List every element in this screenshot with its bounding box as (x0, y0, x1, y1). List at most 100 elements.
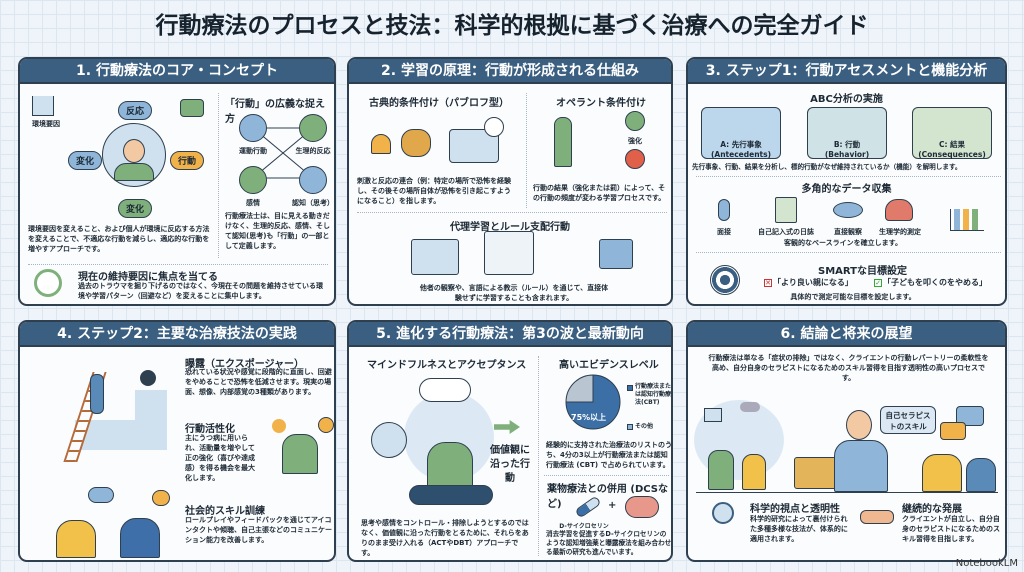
people-talking-icon (180, 99, 204, 117)
divider (696, 252, 1001, 253)
reinforce-label: 強化 (628, 137, 642, 145)
house-icon (32, 96, 54, 116)
thought-cloud-icon (419, 378, 471, 402)
spider-icon (140, 370, 156, 386)
social-title: 社会的スキル訓練 (185, 506, 265, 517)
c-en-label: (Consequences) (918, 150, 986, 159)
dev-title: 継続的な発展 (902, 504, 962, 515)
activation-description: 主にうつ病に用いられ、活動量を増やして正の強化（喜びや達成感）を得る機会を最大化… (185, 434, 255, 482)
chat-bubble-icon (940, 422, 966, 440)
smart-title: SMARTな目標設定 (818, 266, 907, 277)
dev-description: クライエントが自立し、自分自身のセラピストになるためのスキル習得を目指します。 (902, 515, 1000, 543)
active-person-icon (282, 434, 318, 474)
legend-swatch-cbt (627, 385, 633, 391)
b-label: B: 行動 (833, 140, 861, 149)
good-goal: 「子どもを叩くのをやめる」 (883, 278, 987, 287)
operant-description: 行動の結果（強化または罰）によって、その行動の頻度が変わる学習プロセスです。 (533, 184, 666, 202)
man-listening-icon (120, 518, 160, 558)
evidence-pie-chart (565, 374, 621, 430)
plus-sign: + (608, 500, 617, 511)
bad-goal: 「より良い親になる」 (773, 278, 853, 287)
observe-label: 直接観察 (834, 228, 862, 236)
divider (218, 93, 219, 258)
handshake-icon (740, 402, 760, 412)
panel-conclusion: 6. 結論と将来の展望 行動療法は単なる「症状の排除」ではなく、クライエントの行… (686, 320, 1007, 562)
client-woman-icon (742, 454, 766, 490)
bell-icon (371, 134, 391, 154)
crossed-legs (409, 485, 493, 505)
conclusion-description: 行動療法は単なる「症状の排除」ではなく、クライエントの行動レパートリーの柔軟性を… (708, 354, 989, 382)
arrow-right-icon (494, 420, 520, 434)
drug-title: 薬物療法との併用 (DCSなど) (547, 484, 668, 510)
walking-person-icon (554, 117, 572, 167)
cross-icon: ✕ (764, 279, 772, 287)
bar-chart-icon (950, 209, 984, 231)
magnifier-brain-icon (712, 502, 734, 524)
values-action-label: 価値観に沿った行動 (490, 445, 530, 484)
vicarious-description: 他者の観察や、言語による教示（ルール）を通じて、直接体験せずに学習することも含ま… (419, 284, 609, 302)
abc-description: 先行事象、行動、結果を分析し、標的行動がなぜ維持されているか（機能）を解明します… (692, 163, 962, 171)
social-description: ロールプレイやフィードバックを通じてアイコンタクトや傾聴、自己主張などのコミュニ… (185, 516, 332, 544)
heartbeat-icon (885, 199, 913, 221)
abc-box-b: B: 行動(Behavior) (807, 107, 887, 159)
video-observation-icon (411, 239, 459, 275)
logo-text: NotebookLM (955, 558, 1018, 569)
thumbs-down-icon (625, 149, 645, 169)
divider (357, 212, 667, 213)
drug-description: 消去学習を促進するD-サイクロセリンのような認知増強薬と曝露療法を組み合わせる最… (546, 530, 672, 556)
b-en-label: (Behavior) (824, 150, 870, 159)
panel-header: 2. 学習の原理：行動が形成される仕組み (349, 59, 671, 84)
therapist-head (846, 410, 872, 440)
divider (696, 176, 1001, 177)
evidence-description: 経験的に支持された治療法のリストのうち、4分の3以上が行動療法または認知行動療法… (546, 441, 672, 469)
page-title: 行動療法のプロセスと技法：科学的根拠に基づく治療への完全ガイド (155, 13, 869, 39)
operant-title: オペラント条件付け (556, 98, 646, 109)
divider (526, 93, 527, 208)
handshake-icon (860, 510, 894, 524)
skill-bubble-text: 自己セラピストのスキル (885, 411, 931, 431)
cognition-label: 認知（思考） (292, 199, 334, 207)
climbing-person-icon (90, 374, 104, 414)
tooth-bubble-icon (484, 117, 504, 137)
chat-bubble-icon (956, 406, 984, 426)
notebooklm-logo: NotebookLM (956, 558, 1018, 569)
hand-stop-icon (371, 422, 407, 458)
focus-description: 過去のトラウマを掘り下げるのではなく、今現在その問題を維持させている環境や学習パ… (78, 282, 323, 300)
diary-icon (775, 197, 797, 223)
panel-third-wave: 5. 進化する行動療法：第3の波と最新動向 マインドフルネスとアクセプタンス 価… (347, 320, 673, 562)
target-icon (710, 265, 740, 295)
panel-header: 1. 行動療法のコア・コンセプト (20, 59, 334, 84)
motor-label: 運動行動 (239, 147, 267, 155)
sci-title: 科学的視点と透明性 (750, 504, 840, 515)
classical-description: 刺激と反応の連合（例：特定の場所で恐怖を経験し、その後その場所自体が恐怖を引き起… (357, 177, 511, 205)
check-icon: ✓ (874, 279, 882, 287)
data-title: 多角的なデータ収集 (801, 184, 892, 195)
mind-title: マインドフルネスとアクセプタンス (367, 360, 527, 371)
thumbs-up-icon (625, 111, 645, 131)
a-label: A: 先行事象 (720, 140, 762, 149)
panel-core-concept: 1. 行動療法のコア・コンセプト 環境要因 反応 変化 行動 変化 環境要因を変… (18, 57, 336, 306)
diary-label: 自己記入式の日誌 (758, 228, 814, 236)
sun-icon (272, 419, 286, 433)
abc-box-a: A: 先行事象(Antecedents) (701, 107, 781, 159)
classical-title: 古典的条件付け（パブロフ型） (369, 98, 509, 109)
exposure-description: 恐れている状況や感覚に段階的に直面し、回避をやめることで恐怖を低減させます。現実… (185, 368, 332, 396)
pie-label: 75%以上 (571, 413, 607, 422)
instruction-icon (484, 231, 534, 275)
dcs-label: D-サイクロセリン (559, 523, 609, 530)
core-description: 環境要因を変えること、および個人が環境に反応する方法を変えることで、不適応な行動… (28, 225, 210, 253)
divider (28, 264, 328, 265)
client-man-icon (708, 450, 734, 490)
ellipsis-bubble-icon (152, 490, 170, 506)
legend-other: その他 (635, 423, 654, 430)
panel-header: 4. ステップ2：主要な治療技法の実践 (20, 322, 334, 347)
activation-title: 行動活性化 (185, 424, 235, 435)
vicarious-title: 代理学習とルール支配行動 (450, 222, 570, 233)
reading-book-icon (599, 239, 633, 269)
panel-header: 5. 進化する行動療法：第3の波と最新動向 (349, 322, 671, 347)
abc-box-c: C: 結果(Consequences) (912, 107, 992, 159)
mind-description: 思考や感情をコントロール・排除しようとするのではなく、価値観に沿った行動をとるた… (361, 519, 529, 557)
change-pill-bottom: 変化 (118, 199, 153, 218)
panel-techniques: 4. ステップ2：主要な治療技法の実践 曝露（エクスポージャー） 恐れている状況… (18, 320, 336, 562)
action-pill: 行動 (170, 151, 205, 170)
